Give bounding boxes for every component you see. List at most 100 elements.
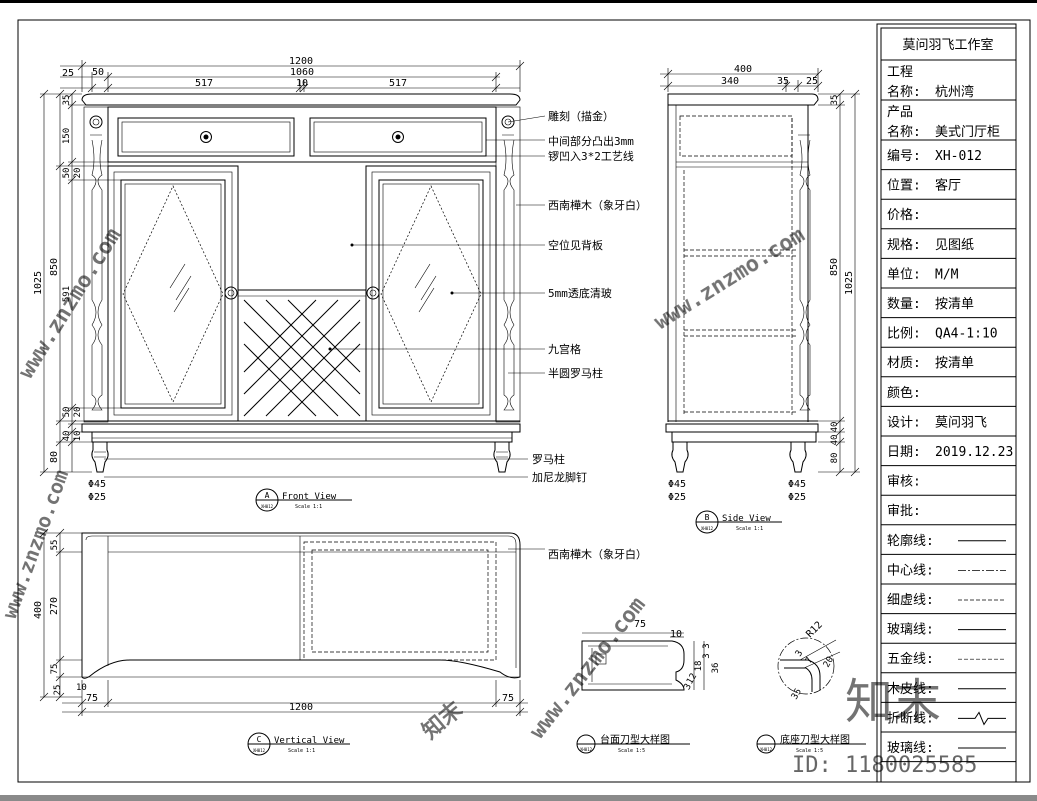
title-block-label: 数量:	[887, 297, 921, 312]
title-block-value: 按清单	[935, 297, 974, 312]
dim-front-plinth: 40	[62, 431, 72, 442]
title-block-value: 杭州湾	[935, 84, 974, 100]
dim-side-depth: 340	[721, 76, 739, 87]
side-dims: 400 340 35 25 35 850 40 40 80 1025 Φ45 Φ…	[660, 64, 860, 503]
dim-front-left-overhang: 25	[62, 68, 74, 79]
glass-diamond-right	[380, 185, 482, 403]
view-tag-side-title: Side View	[722, 514, 771, 524]
dim-top-profile-edge: 10	[670, 629, 682, 640]
dim-vertical-top: 55	[50, 540, 60, 551]
dim-front-top-cap: 35	[62, 95, 72, 106]
dim-front-carcass: 850	[49, 258, 60, 276]
dim-base-profile-d: 35	[790, 687, 804, 701]
legend-label: 中心线:	[887, 563, 934, 578]
view-tag-side-scale: Scale 1:1	[736, 526, 763, 532]
dim-front-right-half: 517	[389, 78, 407, 89]
dim-vertical-bottom: 75	[50, 664, 60, 675]
dim-top-profile-a: 3	[702, 643, 712, 648]
view-tag-base-profile-code: XH012	[760, 747, 773, 752]
view-tag-top-profile-title: 台面刀型大样图	[600, 733, 670, 746]
dim-top-profile-width: 75	[634, 619, 646, 630]
dim-top-profile-b: 3	[702, 653, 712, 658]
label-raised-center: 中间部分凸出3mm	[548, 134, 634, 148]
vertical-inner-panel	[303, 541, 497, 661]
carving-rosette-left	[89, 115, 103, 129]
carving-rosette-right	[501, 115, 515, 129]
roman-column-left	[90, 134, 103, 411]
view-tag-base-profile: XH012 底座刀型大样图 Scale 1:5	[756, 733, 866, 754]
legend-label: 五金线:	[887, 651, 934, 667]
dim-top-profile-d: 36	[711, 663, 721, 674]
dim-side-carcass: 850	[829, 258, 840, 276]
view-tag-side-code: XH012	[701, 526, 714, 531]
dim-side-foot-right-top: Φ45	[788, 479, 806, 490]
dim-front-foot: 80	[49, 451, 60, 463]
dim-front-plinth-gap: 10	[73, 431, 83, 442]
dim-side-a: 35	[777, 76, 789, 87]
dim-top-profile-e: 12	[685, 672, 699, 686]
dim-front-base-gap: 20	[73, 407, 83, 418]
title-block-label: 单位:	[887, 267, 921, 282]
title-block-label: 编号:	[887, 149, 921, 164]
dim-front-overall-width: 1200	[289, 56, 313, 67]
title-block-label: 位置:	[887, 179, 921, 194]
view-tag-vertical-scale: Scale 1:1	[288, 748, 315, 754]
title-block-label: 材质:	[887, 356, 921, 371]
side-foot-right	[789, 441, 807, 473]
label-vertical-birch: 西南樺木（象牙白）	[548, 547, 647, 561]
roman-column-right	[502, 134, 515, 411]
dim-front-base-rail: 50	[62, 407, 72, 418]
dim-base-profile-a: 3	[794, 649, 805, 659]
title-block: 莫问羽飞工作室 工程名称:杭州湾产品名称:美式门厅柜编号:XH-012位置:客厅…	[876, 23, 1017, 783]
label-carving: 雕刻（描金）	[548, 109, 614, 123]
dim-front-drawer: 150	[62, 128, 72, 144]
dim-vertical-right: 75	[502, 693, 514, 704]
view-tag-base-profile-title: 底座刀型大样图	[780, 733, 850, 746]
watermark-logo: 知末 ID: 1180025585	[792, 674, 977, 778]
dim-side-foot: 80	[830, 453, 840, 464]
title-block-label: 价格:	[887, 207, 921, 223]
top-profile-detail: 75 10 3 3 18 36 12 3	[581, 619, 721, 692]
side-view	[665, 93, 819, 473]
front-view	[81, 93, 521, 473]
view-tag-top-profile: XH012 台面刀型大样图 Scale 1:5	[576, 733, 690, 754]
label-half-column: 半圆罗马柱	[548, 366, 603, 380]
dim-front-rail: 50	[62, 168, 72, 179]
title-block-value: 莫问羽飞	[935, 415, 987, 430]
side-foot-left	[671, 441, 689, 473]
title-block-label: 规格:	[887, 237, 921, 253]
legend-label: 木皮线:	[887, 682, 934, 697]
front-dims-top: 1200 1060 25 50 517 10 517	[60, 56, 525, 93]
dim-side-b: 25	[806, 76, 818, 87]
door-knob-left	[224, 286, 238, 300]
label-birch-wood: 西南樺木（象牙白）	[548, 198, 647, 212]
label-roman-column: 罗马柱	[532, 452, 565, 466]
legend-label: 细虚线:	[887, 593, 934, 608]
label-lattice: 九宫格	[548, 342, 581, 356]
drawer-knob-left	[200, 131, 212, 143]
dim-side-base: 40	[830, 435, 840, 446]
dim-front-gap: 10	[296, 78, 308, 89]
dim-side-overall-height: 1025	[844, 271, 855, 295]
vertical-dims: 400 55 270 75 25 10 75 75 1200 西南樺木（象牙白）	[33, 528, 647, 717]
dim-front-foot-bottom: Φ25	[88, 492, 106, 503]
front-drawer-left	[117, 117, 295, 157]
dim-front-foot-top: Φ45	[88, 479, 106, 490]
view-tag-top-profile-code: XH012	[580, 747, 593, 752]
title-block-value: 美式门厅柜	[935, 125, 1000, 140]
view-tag-front-title: Front View	[282, 492, 337, 502]
view-tag-front-letter: A	[265, 491, 270, 500]
dim-vertical-edge: 25	[53, 685, 63, 696]
dim-vertical-middle: 270	[49, 597, 60, 615]
dim-side-base-gap: 40	[830, 422, 840, 433]
watermark-id: ID: 1180025585	[792, 753, 977, 778]
title-block-label: 日期:	[887, 445, 921, 460]
view-tag-vertical-letter: C	[257, 735, 262, 744]
view-tag-vertical-title: Vertical View	[274, 736, 345, 746]
legend-line-sample	[958, 711, 1006, 726]
title-block-label: 名称:	[887, 124, 921, 140]
dim-vertical-width: 1200	[289, 702, 313, 713]
view-tag-top-profile-scale: Scale 1:5	[618, 748, 645, 754]
front-top-cap	[81, 93, 521, 106]
